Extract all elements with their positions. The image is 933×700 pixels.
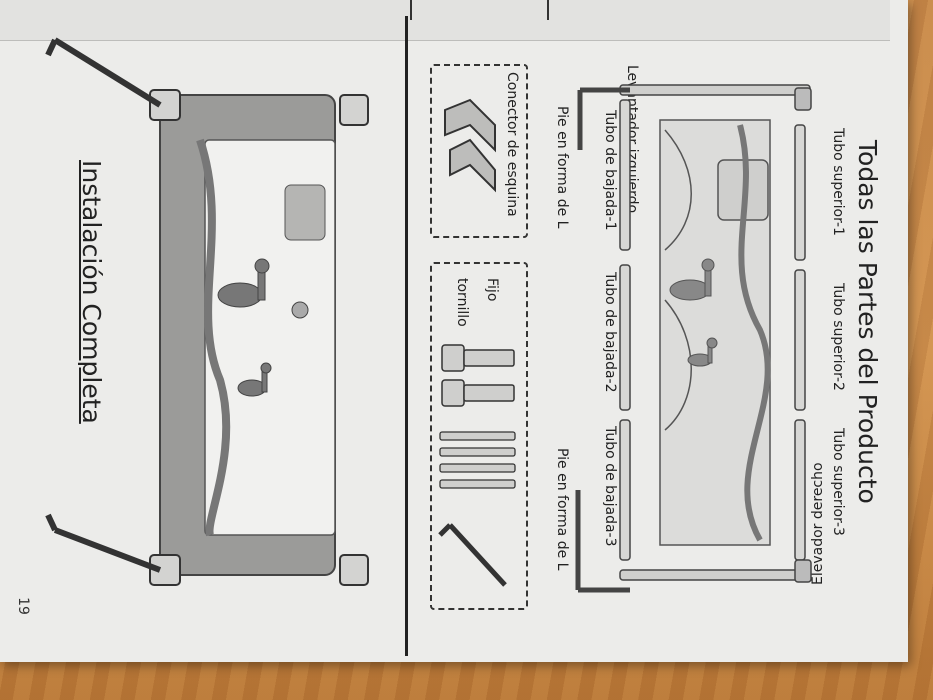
installed-rail-illustration	[45, 37, 369, 586]
page-divider-line	[405, 16, 408, 656]
corner-connector-box	[430, 64, 528, 238]
illustrations	[45, 37, 812, 593]
screw-icon	[439, 431, 516, 489]
l-feet	[575, 87, 630, 593]
hex-key-icon	[438, 523, 507, 587]
underlying-page	[0, 0, 890, 41]
giraffe-icon	[669, 258, 718, 367]
corner-connector-icon	[444, 98, 496, 193]
hardware-box	[430, 262, 528, 610]
manual-page: Todas las Partes del Producto Elevador d…	[0, 0, 908, 662]
parts-rail-diagram	[659, 119, 771, 546]
top-tubes	[794, 124, 806, 561]
bolt-icon	[441, 344, 515, 407]
giraffe-icon	[217, 258, 309, 397]
down-tubes	[619, 99, 631, 561]
